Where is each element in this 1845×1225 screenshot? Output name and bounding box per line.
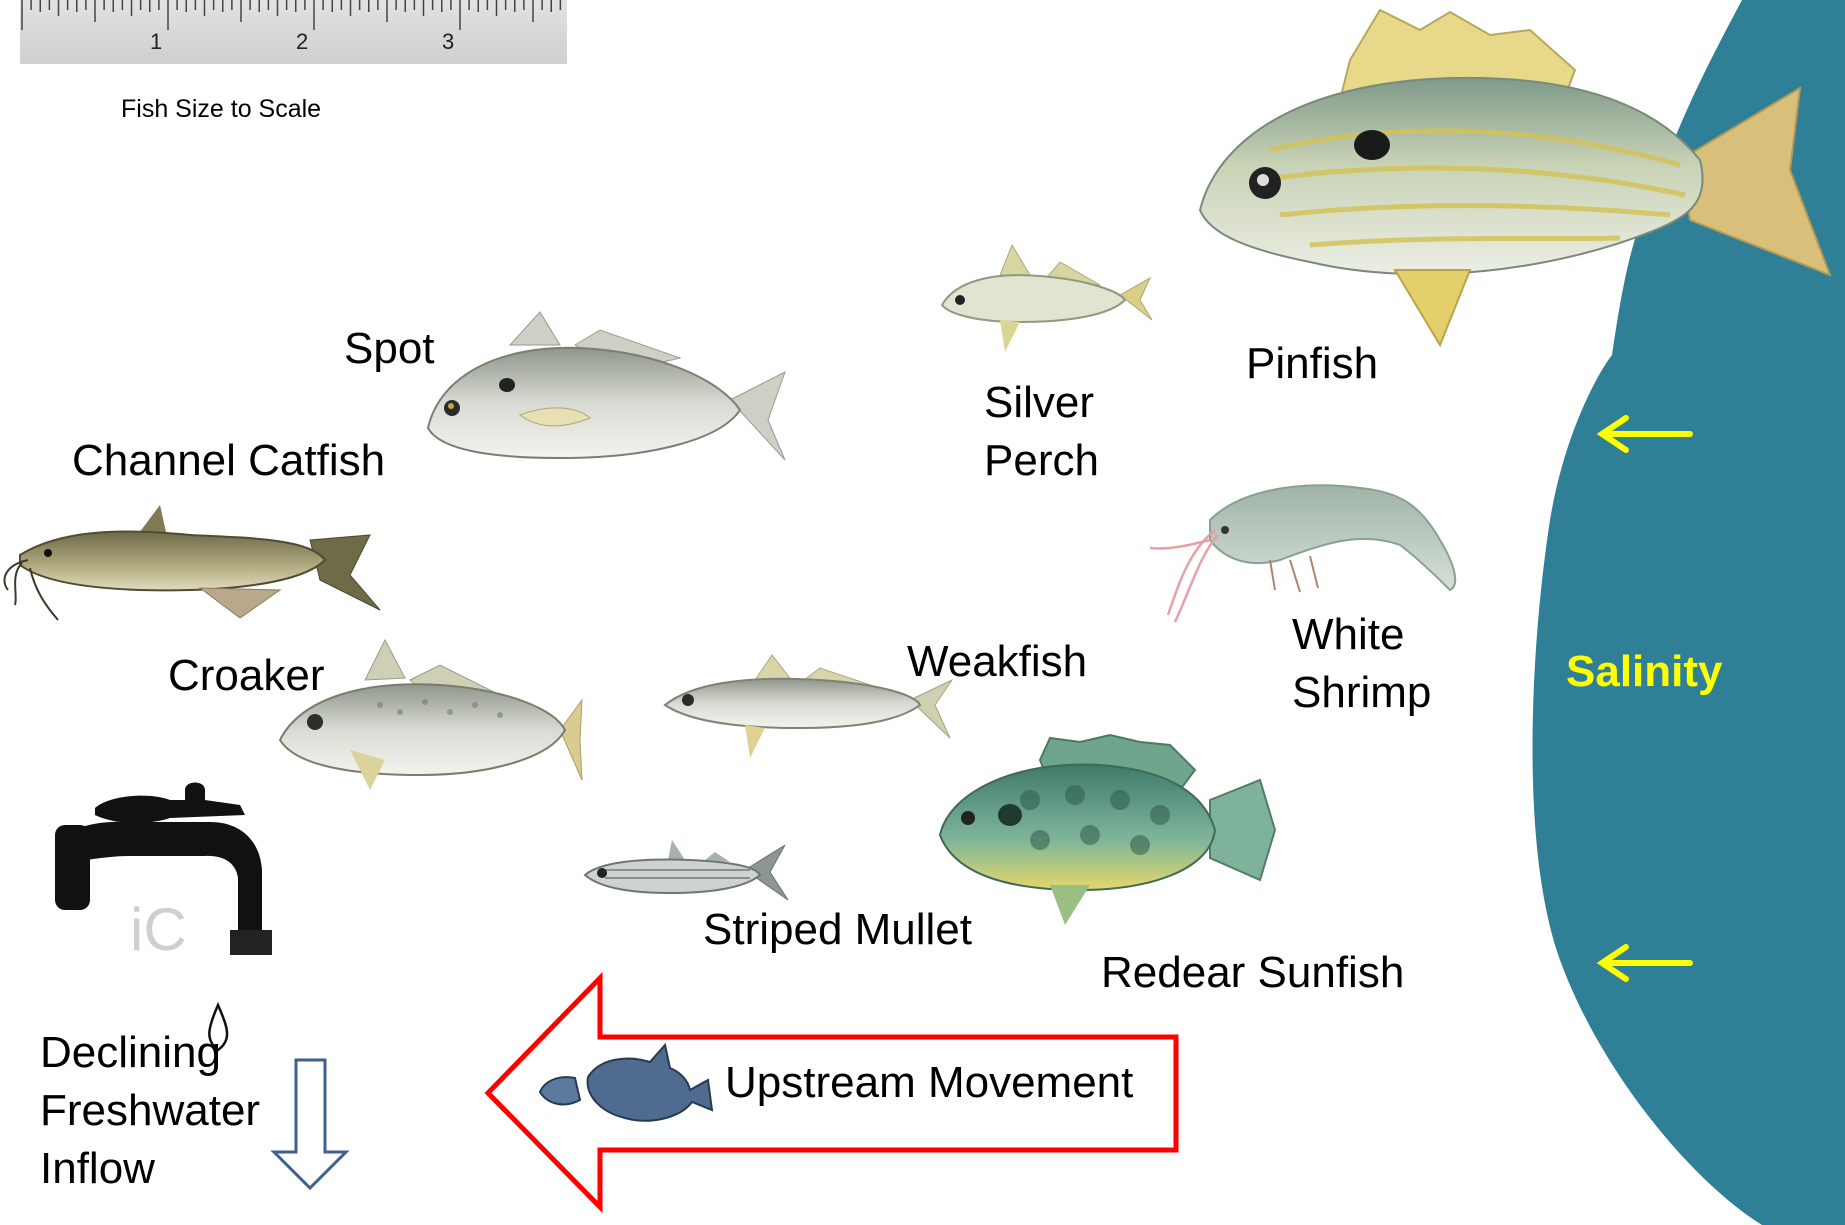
declining-inflow-arrow (274, 1060, 346, 1188)
label-pinfish: Pinfish (1246, 335, 1378, 393)
label-silver-perch-line2: Perch (984, 432, 1099, 490)
ruler-tick-label-1: 1 (150, 29, 162, 54)
label-silver-perch-line1: Silver (984, 374, 1099, 432)
faucet-icon: iC (55, 783, 272, 1051)
ruler-tick-label-2: 2 (296, 29, 308, 54)
label-upstream-movement: Upstream Movement (725, 1054, 1133, 1112)
label-weakfish: Weakfish (907, 633, 1087, 691)
ruler-caption: Fish Size to Scale (121, 93, 321, 126)
ruler-tick-label-3: 3 (442, 29, 454, 54)
label-white-shrimp-line1: White (1292, 606, 1431, 664)
label-spot: Spot (344, 320, 435, 378)
label-striped-mullet: Striped Mullet (703, 901, 972, 959)
ruler: 1 2 3 (20, 0, 567, 64)
label-inflow-line2: Freshwater (40, 1082, 260, 1140)
label-croaker: Croaker (168, 647, 325, 705)
redear-sunfish-illustration (940, 735, 1275, 925)
label-redear-sunfish: Redear Sunfish (1101, 944, 1404, 1002)
striped-mullet-illustration (585, 840, 788, 900)
channel-catfish-illustration (4, 505, 380, 620)
faucet-watermark: iC (130, 896, 187, 963)
label-white-shrimp: White Shrimp (1292, 606, 1431, 722)
label-silver-perch: Silver Perch (984, 374, 1099, 490)
label-channel-catfish: Channel Catfish (72, 432, 385, 490)
label-white-shrimp-line2: Shrimp (1292, 664, 1431, 722)
label-inflow-line3: Inflow (40, 1140, 260, 1198)
label-salinity: Salinity (1566, 643, 1723, 701)
label-declining-inflow: Declining Freshwater Inflow (40, 1024, 260, 1198)
ruler-body (20, 0, 567, 64)
label-inflow-line1: Declining (40, 1024, 260, 1082)
spot-illustration (428, 312, 785, 460)
silver-perch-illustration (942, 245, 1152, 352)
white-shrimp-illustration (1150, 485, 1455, 622)
croaker-illustration (280, 640, 582, 790)
